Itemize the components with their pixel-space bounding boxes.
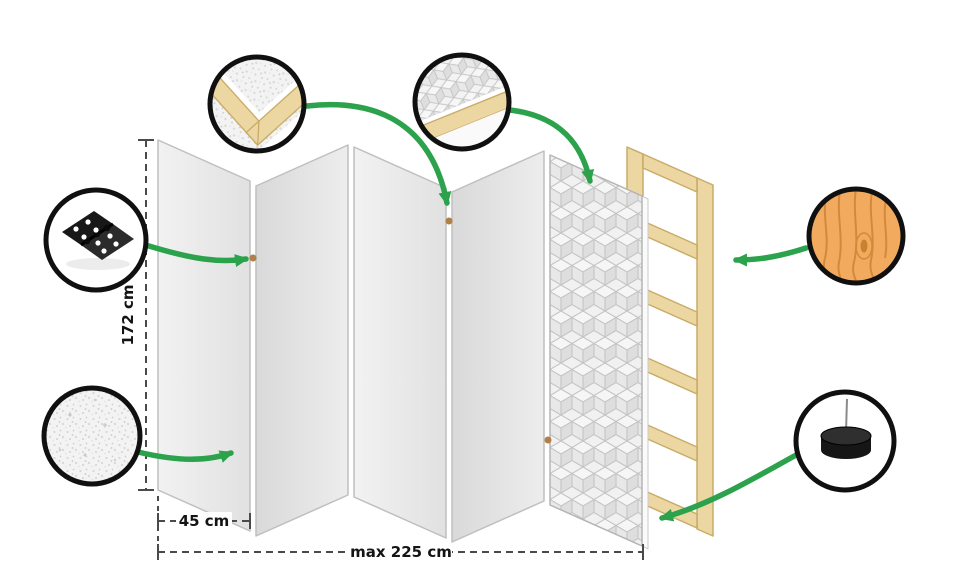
screen-panel-decorative-edge	[641, 195, 649, 550]
frame-corner-icon	[212, 59, 302, 149]
screen-panel-2	[255, 144, 349, 537]
hinge-pin	[249, 254, 257, 262]
height-dimension-label: 172 cm	[119, 284, 137, 345]
callout-hinge	[43, 187, 149, 293]
max-width-label: max 225 cm	[350, 543, 452, 561]
arrow-fabric	[135, 449, 234, 463]
hinge-pin	[544, 436, 552, 444]
screen-panel-decorative	[549, 154, 643, 547]
screen-panel-3	[353, 146, 447, 539]
frame-rung	[642, 220, 698, 260]
callout-wood-texture	[806, 186, 906, 286]
arrow-hinge	[146, 243, 249, 267]
frame-rung	[642, 153, 698, 193]
stand-foot-icon	[820, 398, 872, 459]
frame-rung	[642, 355, 698, 395]
frame-rung	[642, 422, 698, 462]
frame-right-rail	[696, 177, 714, 537]
callout-stand-foot	[793, 389, 897, 493]
arrow-frame-corner	[304, 102, 452, 206]
frame-rung	[642, 287, 698, 327]
arrow-pattern	[507, 107, 595, 184]
panel-width-label: 45 cm	[179, 512, 230, 530]
panel-width-label-bg	[176, 512, 232, 529]
dimension-panel-width	[157, 496, 251, 542]
screen-panel-4	[451, 150, 545, 543]
arrow-foot	[659, 452, 799, 522]
fabric-texture-icon	[46, 390, 138, 482]
callout-pattern-corner	[412, 52, 512, 152]
callout-frame-corner	[207, 54, 307, 154]
dimension-height	[138, 139, 154, 491]
hinge-icon	[62, 211, 134, 270]
max-width-label-bg	[350, 543, 452, 560]
hinge-pin	[445, 217, 453, 225]
arrow-wood	[733, 245, 809, 267]
screen-panel-1	[157, 139, 251, 532]
callout-fabric-texture	[41, 385, 143, 487]
pattern-corner-icon	[417, 57, 507, 147]
